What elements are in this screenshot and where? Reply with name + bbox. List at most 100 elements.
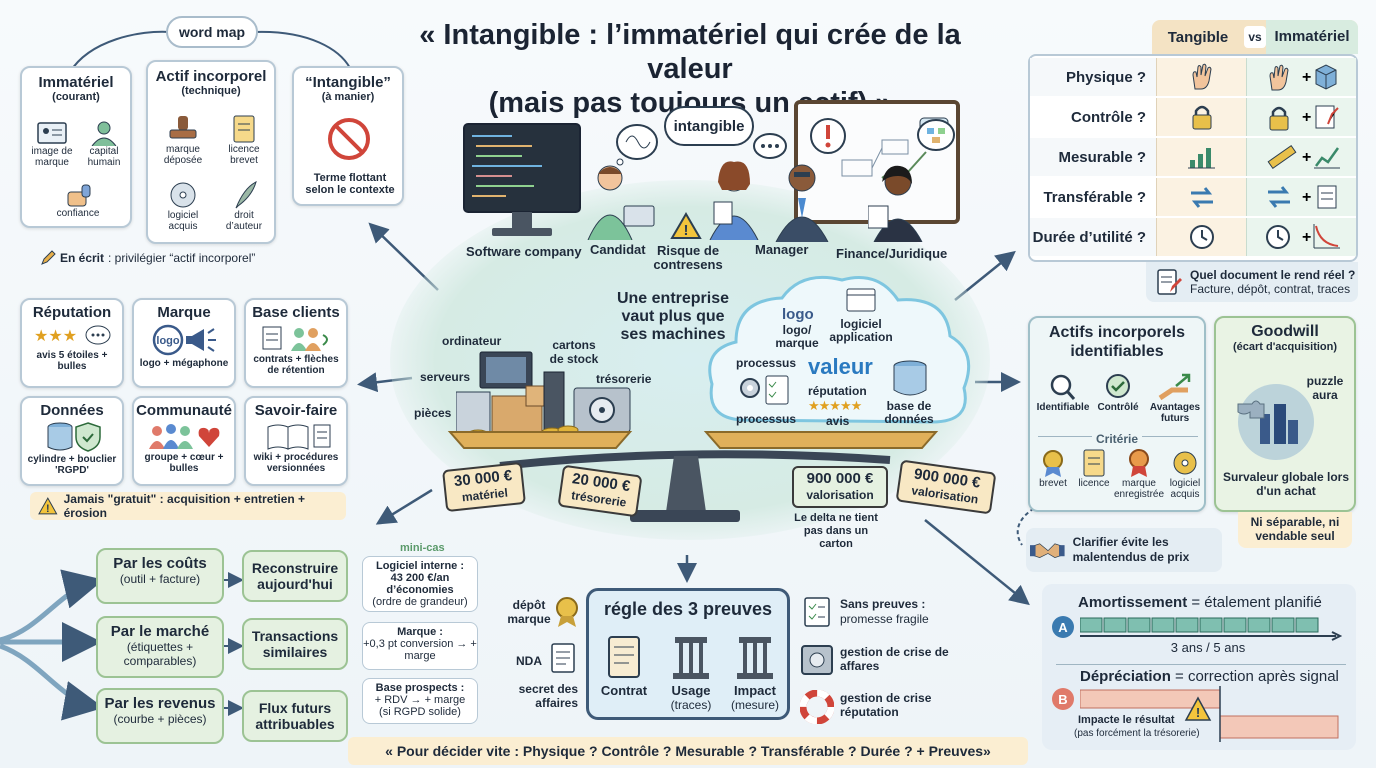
mini-cas-card: Base prospects :+ RDV → + marge(si RGPD … [362, 678, 478, 724]
amort-divider [1056, 664, 1346, 665]
svg-text:★★★: ★★★ [34, 326, 77, 345]
padlock-icon [1192, 105, 1211, 130]
document-icon [1083, 449, 1105, 477]
scene-headline: Une entreprise vaut plus que ses machine… [616, 290, 730, 343]
delta-note: Le delta ne tient pas dans un carton [794, 512, 878, 550]
word-map-label: word map [166, 16, 258, 48]
item-droit-auteur: droit d’auteur [216, 180, 272, 232]
method-title: Par le marché [110, 623, 210, 640]
tangible-cell [1156, 98, 1246, 136]
code-monitor-icon [463, 123, 581, 236]
card-title: Actif incorporel [155, 68, 267, 85]
stars-speech-icon: ★★★ [34, 325, 111, 345]
item-label: licence brevet [228, 144, 260, 166]
item-logiciel-acquis: logiciel acquis [156, 180, 210, 232]
depreciation-bar: ! [1080, 686, 1339, 742]
handshake-note: Clarifier évite les malentendus de prix [1072, 535, 1190, 564]
dep-text: = correction après signal [1170, 668, 1339, 685]
proof-label: Usage [671, 683, 711, 698]
goodwill-title: Goodwill [1251, 323, 1319, 340]
proof-secret: secret des affaires [518, 682, 578, 710]
immaterial-cell: + [1246, 58, 1356, 96]
role-manager: Manager [755, 242, 809, 257]
tag-value: 900 000 € [806, 470, 874, 487]
svg-text:+: + [1302, 229, 1311, 246]
person-icon [91, 121, 117, 146]
criteria-label-wrap: Critérie [1030, 430, 1204, 448]
mini-cas-title: Marque : [397, 626, 443, 638]
hand-icon [1191, 63, 1212, 90]
handshake-note-box: Clarifier évite les malentendus de prix [1026, 528, 1222, 572]
tag-label: valorisation [806, 488, 874, 502]
star-rating-icon: ★★★★★ [808, 398, 862, 413]
pillar-icon [737, 637, 773, 679]
asset-card-title: Réputation [32, 304, 112, 321]
svg-text:logo: logo [156, 335, 179, 347]
amortization-panel: Amortissement = étalement planifié A 3 a… [1042, 584, 1356, 750]
svg-text:+: + [1302, 189, 1311, 206]
asset-label: brevet [1039, 478, 1067, 489]
ruler-trend-icon: + [1267, 144, 1340, 170]
card-note: Terme flottant selon le contexte [305, 172, 395, 196]
mini-cas-line: + RDV → + marge [374, 694, 466, 706]
asset-card-icon-wrap [246, 421, 346, 451]
method-result: Flux futurs attribuables [242, 690, 348, 742]
bar-chart-icon [1187, 148, 1215, 169]
svg-text:+: + [1302, 149, 1311, 166]
word-card-intangible: “Intangible” (à manier) Terme flottant s… [292, 66, 404, 206]
document-icon [233, 115, 255, 143]
warning-icon: ! [670, 212, 702, 239]
row-question: Contrôle ? [1071, 108, 1146, 126]
card-title: Actifs incorporels identifiables [1048, 324, 1186, 360]
row-question: Durée d’utilité ? [1032, 228, 1146, 246]
row-question: Physique ? [1065, 68, 1146, 86]
immaterial-cell: + [1246, 178, 1356, 216]
database-shield-icon [47, 422, 101, 452]
word-map-note: En écrit : privilégier “actif incorporel… [40, 250, 255, 266]
swap-arrows-icon [1190, 187, 1213, 208]
proof-right-title: Sans preuves : [840, 597, 926, 611]
tangible-cell [1156, 138, 1246, 176]
criterion-label: Avantages futurs [1149, 402, 1201, 424]
asset-marque: marque enregistrée [1114, 448, 1164, 500]
clock-decay-icon: + [1265, 224, 1340, 249]
criterion-label: Contrôlé [1097, 402, 1139, 413]
hardware-pile-icon [456, 351, 631, 438]
cloud-app-label: logiciel application [829, 317, 893, 344]
dep-heading: Dépréciation = correction après signal [1080, 668, 1339, 685]
svg-text:!: ! [46, 503, 50, 515]
cloud-logo-label: logo/ marque [775, 323, 819, 350]
cloud-avis: avis [826, 414, 850, 428]
asset-card-caption: logo + mégaphone [139, 358, 229, 369]
hand-cube-icon: + [1268, 64, 1336, 91]
app-window-icon [846, 288, 876, 312]
card-subtitle: (à manier) [321, 91, 375, 103]
asset-card-icon-wrap: logo [134, 323, 234, 357]
method-card: Par les coûts(outil + facture) [96, 548, 224, 604]
document-icon [551, 643, 575, 673]
cloud-process-top: processus [736, 356, 797, 370]
asset-brevet: brevet [1032, 448, 1074, 489]
tangible-cell [1156, 218, 1246, 256]
note-text: : privilégier “actif incorporel” [108, 251, 256, 265]
comparison-row: Durée d’utilité ? + [1030, 218, 1356, 256]
doc-answer: Facture, dépôt, contrat, traces [1190, 282, 1351, 296]
chart-bubble-icon [917, 119, 955, 151]
proof-right-1: Sans preuves :promesse fragile [840, 597, 929, 627]
label-serveurs: serveurs [420, 370, 471, 384]
mini-cas-card: Marque :+0,3 pt conversion → + marge [362, 622, 478, 670]
disc-icon [170, 182, 196, 208]
mini-cas-card: Logiciel interne :43 200 €/an d’économie… [362, 556, 478, 612]
mini-cas-note: (si RGPD solide) [379, 706, 461, 718]
safe-icon [801, 645, 833, 675]
thought-bubble-icon [616, 124, 658, 166]
svg-text:!: ! [684, 222, 689, 239]
item-capital-humain: capital humain [80, 120, 128, 168]
method-sub: (courbe + pièces) [113, 712, 207, 726]
amortization-bar [1080, 617, 1342, 641]
hand-growth-icon [1158, 373, 1191, 401]
method-title: Par les revenus [104, 695, 216, 712]
warning-strip: ! Jamais "gratuit" : acquisition + entre… [30, 492, 346, 520]
